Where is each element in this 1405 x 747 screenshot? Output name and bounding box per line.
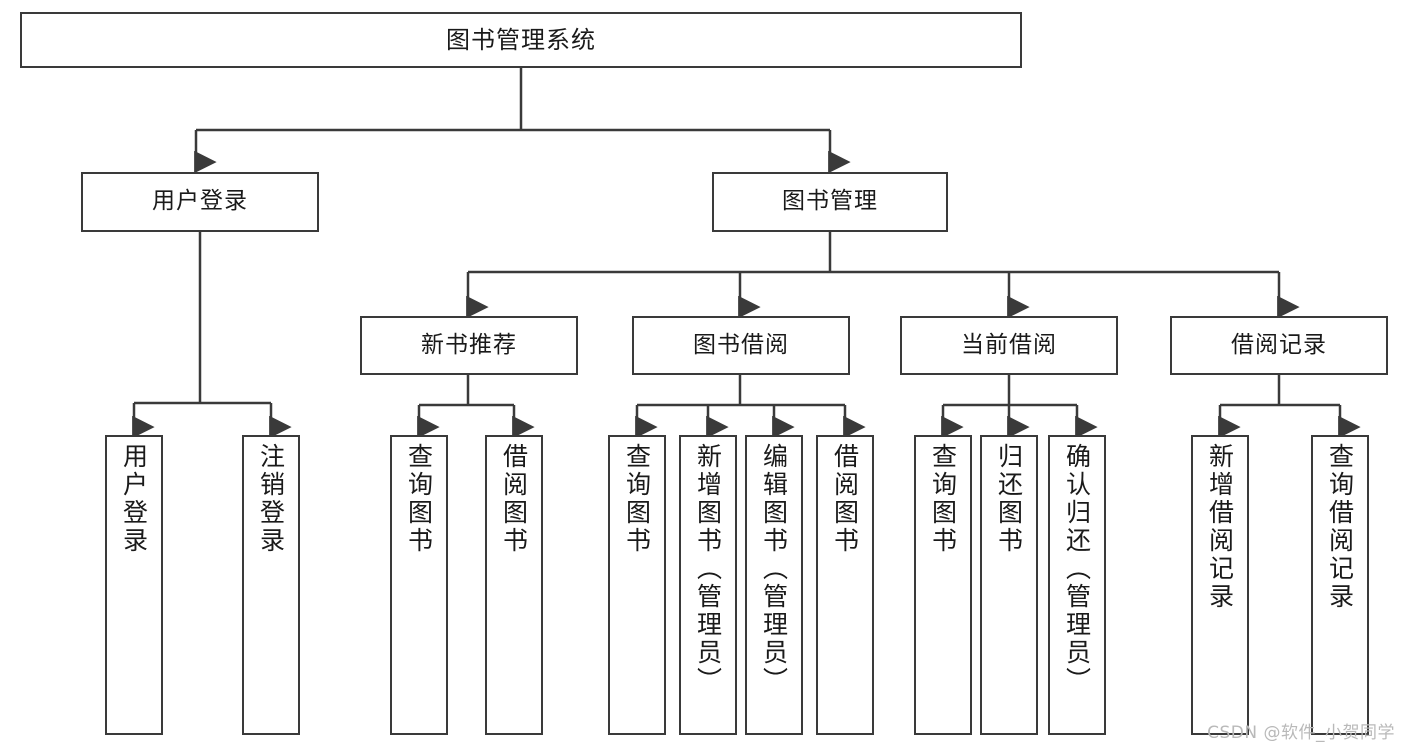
leaf-return-book-label: 归还图书	[994, 443, 1024, 555]
leaf-logout[interactable]: 注销登录	[242, 435, 300, 735]
node-borrow-record[interactable]: 借阅记录	[1170, 316, 1388, 375]
leaf-query-record[interactable]: 查询借阅记录	[1311, 435, 1369, 735]
node-user-login-label: 用户登录	[152, 188, 248, 215]
leaf-query-book-3[interactable]: 查询图书	[914, 435, 972, 735]
node-new-book-recommend-label: 新书推荐	[421, 331, 517, 358]
leaf-query-book-1[interactable]: 查询图书	[390, 435, 448, 735]
node-current-borrow-label: 当前借阅	[961, 331, 1057, 358]
leaf-confirm-return-label: 确认归还（管理员）	[1062, 443, 1092, 695]
leaf-query-book-2[interactable]: 查询图书	[608, 435, 666, 735]
node-book-borrow-label: 图书借阅	[693, 331, 789, 358]
leaf-return-book[interactable]: 归还图书	[980, 435, 1038, 735]
leaf-borrow-book-1-label: 借阅图书	[499, 443, 529, 555]
node-new-book-recommend[interactable]: 新书推荐	[360, 316, 578, 375]
node-root-label: 图书管理系统	[446, 25, 596, 54]
leaf-user-login[interactable]: 用户登录	[105, 435, 163, 735]
leaf-add-record[interactable]: 新增借阅记录	[1191, 435, 1249, 735]
node-book-borrow[interactable]: 图书借阅	[632, 316, 850, 375]
leaf-add-book[interactable]: 新增图书（管理员）	[679, 435, 737, 735]
leaf-query-book-3-label: 查询图书	[928, 443, 958, 555]
node-root[interactable]: 图书管理系统	[20, 12, 1022, 68]
leaf-query-book-1-label: 查询图书	[404, 443, 434, 555]
leaf-logout-label: 注销登录	[256, 443, 286, 555]
node-book-manage[interactable]: 图书管理	[712, 172, 948, 232]
leaf-edit-book-label: 编辑图书（管理员）	[759, 443, 789, 695]
csdn-watermark: CSDN @软件_小贺同学	[1207, 723, 1395, 743]
leaf-add-book-label: 新增图书（管理员）	[693, 443, 723, 695]
node-book-manage-label: 图书管理	[782, 188, 878, 215]
leaf-query-record-label: 查询借阅记录	[1325, 443, 1355, 611]
leaf-query-book-2-label: 查询图书	[622, 443, 652, 555]
leaf-borrow-book-1[interactable]: 借阅图书	[485, 435, 543, 735]
node-borrow-record-label: 借阅记录	[1231, 331, 1327, 358]
node-current-borrow[interactable]: 当前借阅	[900, 316, 1118, 375]
leaf-borrow-book-2-label: 借阅图书	[830, 443, 860, 555]
leaf-confirm-return[interactable]: 确认归还（管理员）	[1048, 435, 1106, 735]
leaf-edit-book[interactable]: 编辑图书（管理员）	[745, 435, 803, 735]
leaf-borrow-book-2[interactable]: 借阅图书	[816, 435, 874, 735]
node-user-login[interactable]: 用户登录	[81, 172, 319, 232]
leaf-user-login-label: 用户登录	[119, 443, 149, 555]
leaf-add-record-label: 新增借阅记录	[1205, 443, 1235, 611]
